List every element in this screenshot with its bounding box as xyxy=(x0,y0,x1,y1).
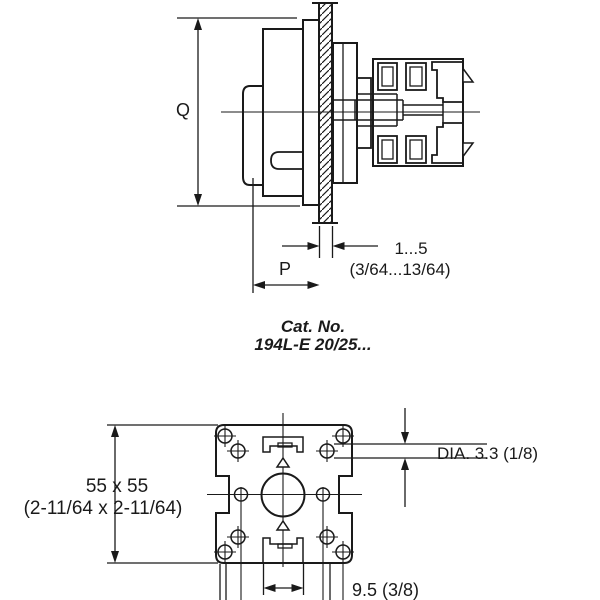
shaft-hole xyxy=(260,472,306,518)
hole-right-center xyxy=(315,487,331,600)
adapter-ring xyxy=(332,42,358,184)
dimension-slot-width: 9.5 (3/8) xyxy=(262,563,419,600)
dimension-p: P xyxy=(252,178,320,293)
dimension-plate-size: 55 x 55 (2-11/64 x 2-11/64) xyxy=(24,424,218,564)
side-view: Q P 1...5 (3/64...13/64) xyxy=(176,2,480,293)
knob-profile xyxy=(242,85,263,186)
hole-top-left xyxy=(214,425,249,462)
spacer xyxy=(356,77,372,149)
mounting-plate-outline xyxy=(215,424,353,564)
bottom-bracket xyxy=(262,537,304,563)
dimension-hole-dia: DIA. 3.3 (1/8) xyxy=(334,408,538,507)
panel-thickness-fraction: (3/64...13/64) xyxy=(349,260,450,279)
lower-extension-lines xyxy=(219,564,331,600)
mounting-holes xyxy=(214,425,354,600)
plate-size-fraction: (2-11/64 x 2-11/64) xyxy=(24,498,183,519)
hole-left-center xyxy=(233,487,249,600)
hole-bottom-right xyxy=(316,526,354,600)
shaft xyxy=(333,93,444,127)
hole-bottom-left xyxy=(214,526,249,563)
panel-section-hatch xyxy=(318,2,333,224)
hole-top-right xyxy=(316,425,354,462)
caption: Cat. No. 194L-E 20/25... xyxy=(254,317,371,354)
slot-width-label: 9.5 (3/8) xyxy=(352,580,419,600)
terminal-windows xyxy=(377,62,427,164)
rear-view: 55 x 55 (2-11/64 x 2-11/64) DIA. 3.3 (1/… xyxy=(24,408,538,600)
dimension-q: Q xyxy=(176,17,300,207)
dim-p-label: P xyxy=(279,259,291,279)
mounting-panel xyxy=(312,2,338,224)
dim-q-label: Q xyxy=(176,100,190,120)
contact-block xyxy=(332,42,475,184)
panel-thickness-value: 1...5 xyxy=(394,239,427,258)
plate-size-value: 55 x 55 xyxy=(86,476,148,497)
dimension-panel-thickness: 1...5 (3/64...13/64) xyxy=(282,226,451,279)
caption-line2: 194L-E 20/25... xyxy=(254,335,371,354)
block-body xyxy=(372,58,464,167)
hole-dia-label: DIA. 3.3 (1/8) xyxy=(437,444,538,463)
handle-slot xyxy=(270,151,303,170)
terminal-clamps xyxy=(431,61,475,164)
position-indicator-bottom xyxy=(275,519,291,531)
position-indicator-top xyxy=(275,456,291,468)
caption-line1: Cat. No. xyxy=(281,317,345,336)
top-bracket xyxy=(262,436,304,453)
